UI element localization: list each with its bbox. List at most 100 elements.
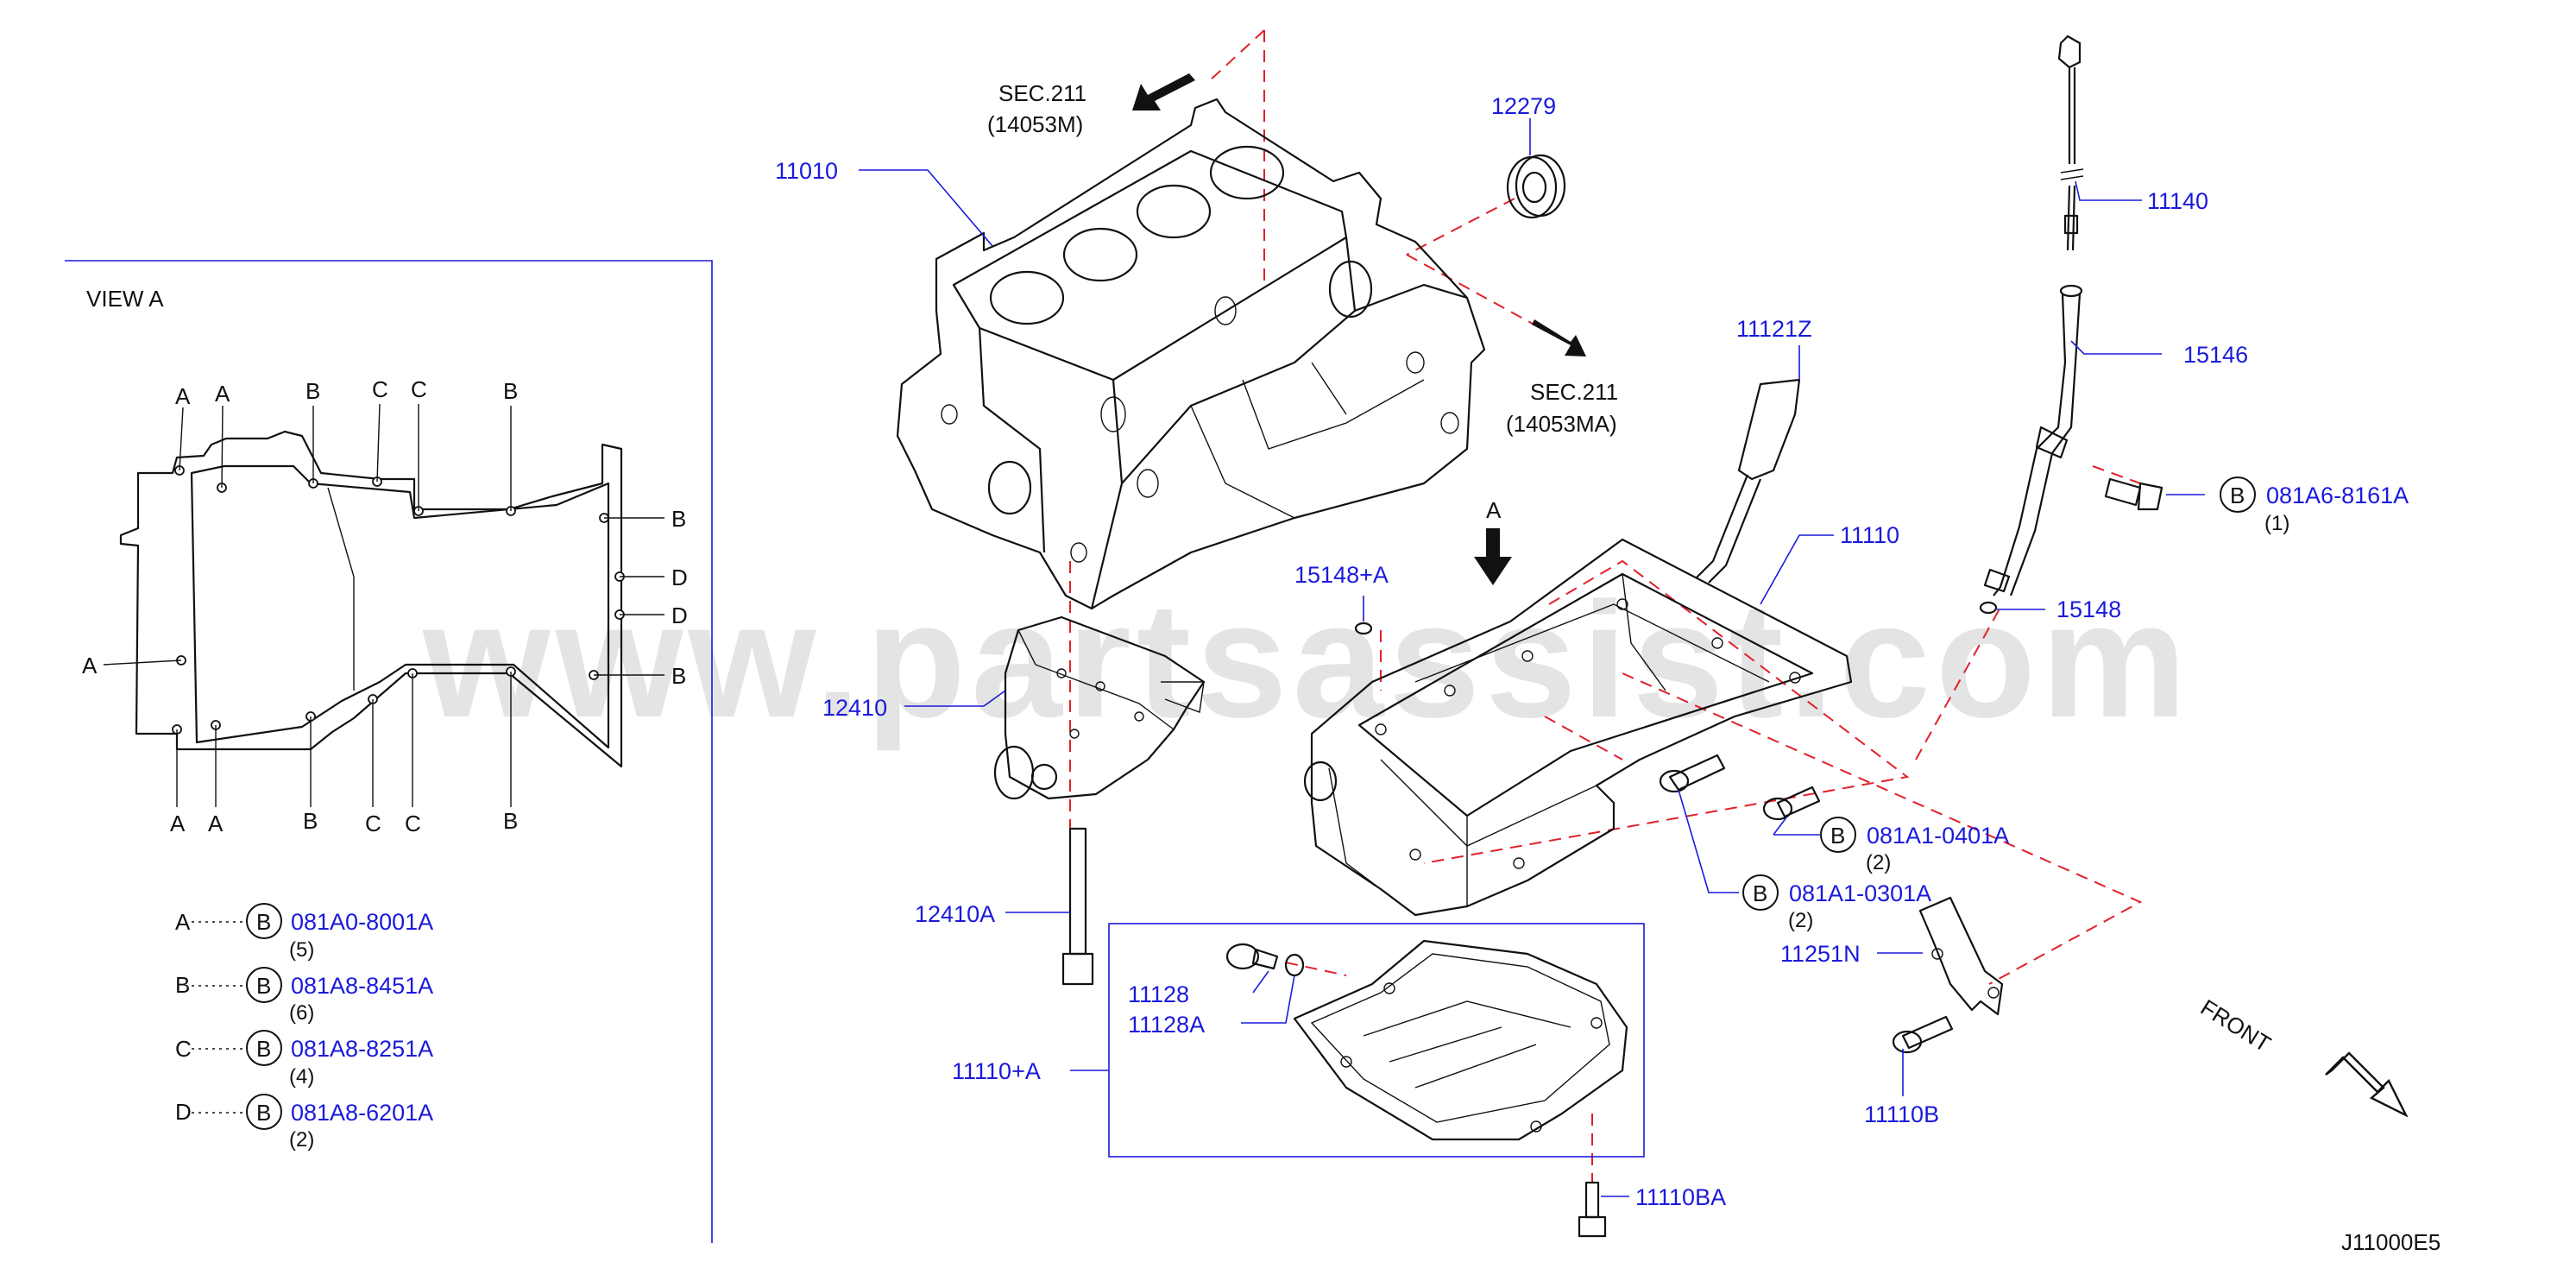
section-note-upper: SEC.211 (14053M) (987, 73, 1195, 137)
part-callout-11110ba[interactable]: 11110BA (1635, 1184, 1726, 1210)
legend-row: C B 081A8-8251A (4) (175, 1030, 433, 1089)
section-ref: (14053M) (987, 111, 1083, 137)
bolt-qty: (1) (2264, 512, 2289, 535)
down-arrow-icon (1474, 528, 1512, 585)
bracket-drawing (1918, 896, 2004, 1016)
legend-qty: (5) (289, 938, 314, 962)
front-indicator: FRONT (2196, 994, 2409, 1118)
diagram-id: J11000E5 (2341, 1229, 2441, 1255)
legend-badge: B (256, 973, 271, 999)
part-callout-15146[interactable]: 15146 (2183, 342, 2248, 368)
view-point-label: C (411, 376, 427, 402)
view-point-label: A (208, 811, 224, 836)
bolt-legend: A B 081A0-8001A (5) B B 081A8-8451A (6) … (175, 903, 433, 1152)
view-point-label: B (671, 663, 686, 689)
legend-badge: B (256, 1100, 271, 1126)
oil-pan-upper-drawing (1303, 538, 1853, 917)
part-callout-15148[interactable]: 15148 (2056, 596, 2121, 622)
view-a-letters-bottom: A A B C C B (170, 808, 518, 836)
part-callout-15148-plus-a[interactable]: 15148+A (1294, 562, 1389, 588)
part-callout-12410[interactable]: 12410 (822, 695, 887, 721)
view-a-letters-top: A A B C C B (175, 376, 518, 409)
front-arrow-icon (2325, 1051, 2409, 1118)
legend-qty: (4) (289, 1065, 314, 1089)
part-callout-11251n[interactable]: 11251N (1780, 941, 1861, 967)
oring-icon (1354, 601, 1998, 635)
view-point-label: B (503, 378, 518, 404)
view-point-label: A (82, 653, 98, 678)
legend-key: D (175, 1099, 192, 1125)
legend-row: D B 081A8-6201A (2) (175, 1094, 433, 1152)
view-point-label: C (365, 811, 381, 836)
bolt-badge: B (1830, 823, 1845, 849)
part-callout-12279[interactable]: 12279 (1491, 93, 1556, 119)
dipstick-drawing (2057, 35, 2084, 251)
view-a-letters-left: A (82, 653, 98, 678)
view-a-title: VIEW A (86, 286, 164, 312)
view-point-label: C (372, 376, 388, 402)
legend-part-number[interactable]: 081A8-8251A (291, 1036, 433, 1062)
view-point-label: A (175, 383, 191, 409)
part-callout-11110b[interactable]: 11110B (1864, 1101, 1939, 1127)
legend-row: A B 081A0-8001A (5) (175, 903, 433, 962)
part-callout-11128[interactable]: 11128 (1128, 981, 1189, 1007)
bolt-callout: B 081A1-0401A (2) (1820, 817, 2009, 874)
view-a-marker: A (1474, 497, 1512, 585)
section-code[interactable]: SEC.211 (1530, 379, 1618, 405)
bolt-badge: B (1753, 880, 1767, 906)
part-callout-11010[interactable]: 11010 (775, 158, 838, 184)
legend-part-number[interactable]: 081A8-8451A (291, 973, 433, 999)
legend-row: B B 081A8-8451A (6) (175, 967, 433, 1025)
bolt-part-number[interactable]: 081A6-8161A (2266, 483, 2409, 508)
legend-qty: (6) (289, 1001, 314, 1025)
bolt-icon (1578, 1181, 1607, 1238)
legend-key: A (175, 909, 191, 935)
legend-key: B (175, 972, 190, 998)
callout-leaders (859, 118, 2205, 1197)
bolt-icon (2104, 477, 2163, 511)
section-ref: (14053MA) (1506, 411, 1617, 437)
oil-pan-lower-drawing (1293, 939, 1628, 1141)
view-point-label: D (671, 603, 688, 628)
view-point-label: D (671, 565, 688, 590)
view-point-label: B (305, 378, 320, 404)
legend-part-number[interactable]: 081A8-6201A (291, 1100, 433, 1126)
part-callout-11110[interactable]: 11110 (1840, 522, 1899, 548)
direction-arrow-icon (1532, 319, 1586, 357)
view-point-label: C (405, 811, 421, 836)
part-callout-11110-plus-a[interactable]: 11110+A (952, 1058, 1041, 1084)
bolt-icon (1892, 1015, 1954, 1054)
bolt-part-number[interactable]: 081A1-0301A (1789, 880, 1931, 906)
part-callout-11128a[interactable]: 11128A (1128, 1012, 1205, 1038)
view-point-label: B (303, 808, 318, 834)
part-callout-11140[interactable]: 11140 (2147, 188, 2208, 214)
oil-pump-drawing (993, 615, 1206, 800)
legend-key: C (175, 1036, 192, 1062)
view-point-label: A (170, 811, 186, 836)
legend-qty: (2) (289, 1128, 314, 1152)
assembly-guide-lines (1069, 29, 2143, 1183)
bolt-part-number[interactable]: 081A1-0401A (1867, 823, 2009, 849)
bolt-icon (1225, 943, 1305, 977)
direction-arrow-icon (1132, 73, 1195, 110)
dipstick-guide-drawing (1983, 284, 2083, 596)
bolt-icon (1762, 786, 1821, 821)
bolt-icon (1659, 754, 1726, 793)
section-code[interactable]: SEC.211 (998, 80, 1086, 106)
view-arrow-label: A (1486, 497, 1502, 523)
view-a-letters-right: B D D B (671, 506, 688, 689)
oil-strainer-drawing (1695, 378, 1801, 584)
bolt-qty: (2) (1788, 909, 1813, 932)
part-callout-11121z[interactable]: 11121Z (1736, 316, 1812, 342)
oil-pan-lower-frame (1108, 923, 1645, 1158)
oil-seal-drawing (1506, 154, 1566, 219)
section-note-lower: SEC.211 (14053MA) (1506, 319, 1618, 437)
bolt-callout: B 081A6-8161A (1) (2220, 476, 2409, 535)
front-label: FRONT (2196, 994, 2276, 1057)
legend-part-number[interactable]: 081A0-8001A (291, 909, 433, 935)
cylinder-block-drawing (896, 98, 1486, 610)
part-callout-12410a[interactable]: 12410A (915, 901, 995, 927)
watermark: www.partsassist.com (422, 569, 2192, 752)
view-a-panel: VIEW A A A (65, 260, 713, 1243)
